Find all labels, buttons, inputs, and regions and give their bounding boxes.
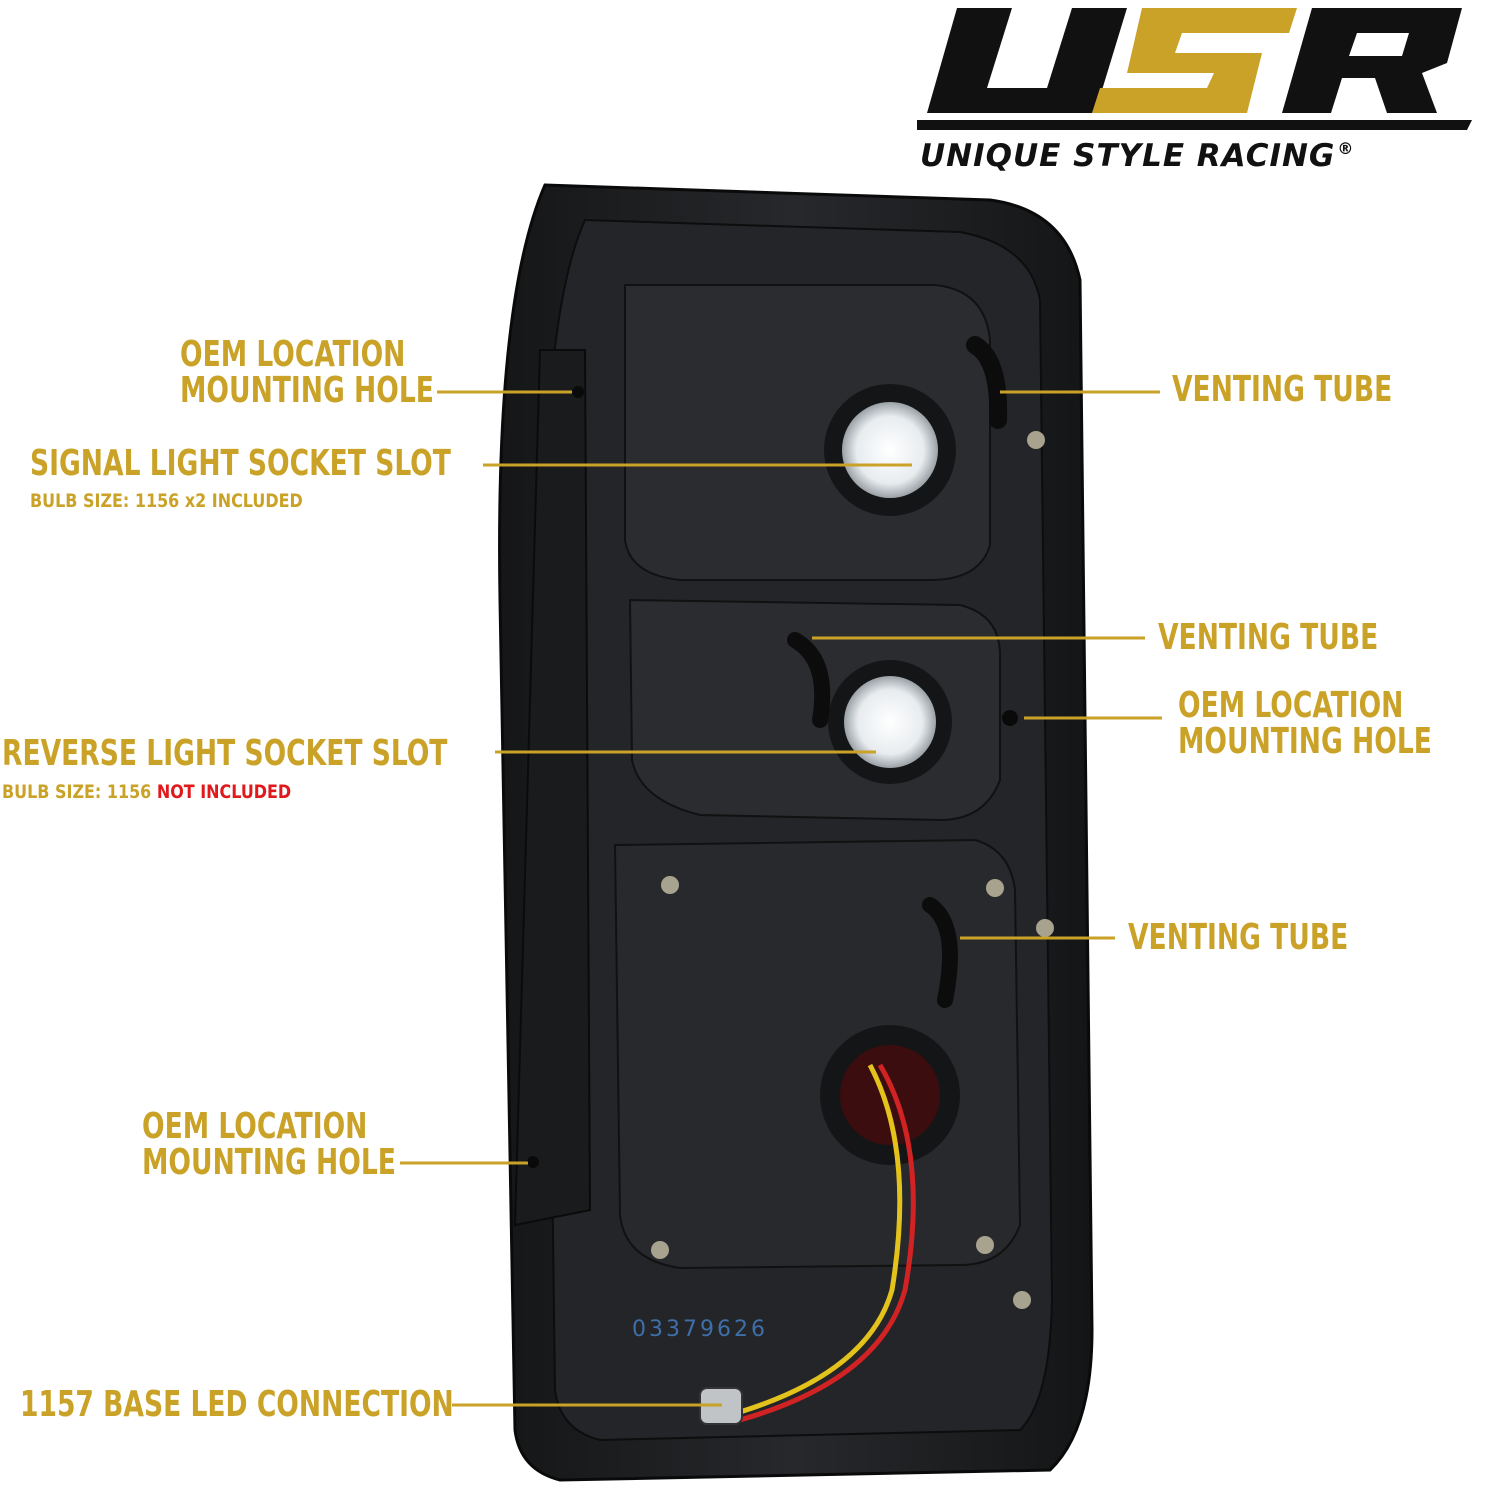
callout-venting-tube-top: VENTING TUBE — [1172, 369, 1393, 410]
signal-socket-opening — [842, 402, 938, 498]
screw — [976, 1236, 994, 1254]
logo-stripe — [917, 120, 1472, 130]
logo-letter-s — [1092, 8, 1297, 113]
wire-yellow — [729, 1063, 903, 1418]
tail-chamber — [613, 838, 1022, 1270]
screw — [651, 1241, 669, 1259]
callout-oem-hole-right: OEM LOCATION MOUNTING HOLE — [1178, 685, 1432, 762]
screw — [661, 876, 679, 894]
logo-letter-u — [927, 8, 1127, 113]
oem-mounting-hole-right-mark — [1002, 710, 1018, 726]
callout-led-connection: 1157 BASE LED CONNECTION — [20, 1384, 454, 1425]
housing-part-number: 03379626 — [632, 1317, 768, 1342]
screw — [986, 879, 1004, 897]
venting-tube-bottom-shape — [922, 897, 958, 1008]
oem-mounting-hole-top-mark — [572, 386, 584, 398]
callout-venting-tube-bottom: VENTING TUBE — [1128, 917, 1349, 958]
reverse-bulb-note: BULB SIZE: 1156 NOT INCLUDED — [2, 781, 292, 803]
logo-letter-r — [1282, 8, 1462, 113]
housing-left-rail — [513, 349, 592, 1227]
screw — [1013, 1291, 1031, 1309]
venting-tube-mid-shape — [787, 632, 831, 728]
oem-mounting-hole-bottom-mark — [527, 1156, 539, 1168]
callout-signal-socket: SIGNAL LIGHT SOCKET SLOT — [30, 443, 451, 484]
wire-red — [739, 1063, 916, 1423]
reverse-socket-opening — [844, 676, 936, 768]
callout-oem-hole-bottom: OEM LOCATION MOUNTING HOLE — [142, 1106, 396, 1183]
leader-lines — [400, 390, 1162, 1407]
venting-tube-top-shape — [966, 336, 1008, 429]
screw — [1027, 431, 1045, 449]
callout-reverse-socket: REVERSE LIGHT SOCKET SLOT — [2, 733, 448, 774]
brand-name: UNIQUE STYLE RACING® — [920, 138, 1355, 174]
callout-oem-hole-top: OEM LOCATION MOUNTING HOLE — [180, 334, 434, 411]
not-included-warning: NOT INCLUDED — [156, 781, 292, 803]
usr-logo — [917, 8, 1472, 130]
callout-venting-tube-mid: VENTING TUBE — [1158, 617, 1379, 658]
screw — [1036, 919, 1054, 937]
tail-socket-opening — [840, 1045, 940, 1145]
signal-bulb-note: BULB SIZE: 1156 x2 INCLUDED — [30, 490, 303, 512]
